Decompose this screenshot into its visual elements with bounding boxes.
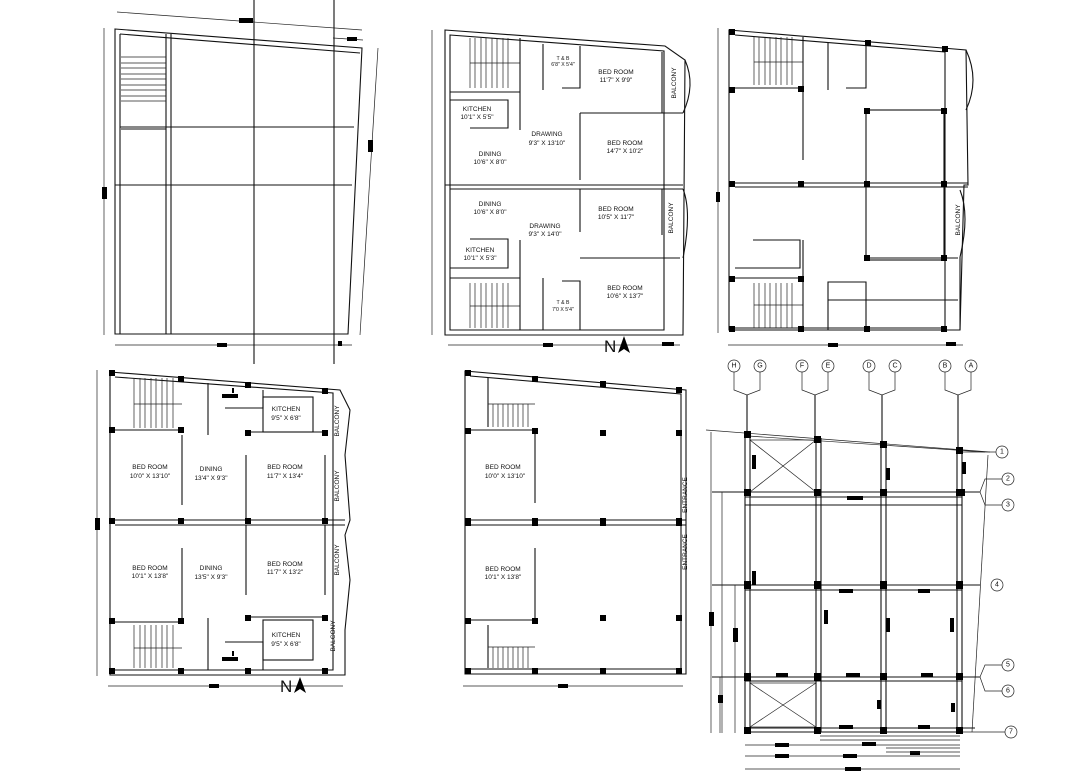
room-size: 10'1" X 13'8" bbox=[485, 574, 522, 581]
columns bbox=[729, 29, 948, 332]
grid-tag-1: 1 bbox=[1000, 449, 1004, 456]
room-size: 10'6" X 8'0" bbox=[473, 159, 507, 166]
structural-grid-plan: H G F E D C B A bbox=[705, 359, 1018, 771]
room-size: 6'8" X 5'4" bbox=[551, 62, 575, 68]
room-size: 10'1" X 5'5" bbox=[460, 114, 494, 121]
grid-tag-d: D bbox=[866, 363, 871, 370]
room-size: 11'7" X 13'2" bbox=[267, 569, 304, 576]
room-name: BED ROOM bbox=[607, 285, 642, 292]
balcony-label: BALCONY bbox=[334, 544, 341, 576]
room-name: BED ROOM bbox=[132, 565, 167, 572]
room-name: DINING bbox=[479, 151, 502, 158]
balcony-label: BALCONY bbox=[955, 204, 962, 236]
room-size: 10'1" X 13'8" bbox=[132, 573, 169, 580]
room-name: T & B bbox=[557, 300, 570, 306]
room-name: KITCHEN bbox=[272, 632, 301, 639]
stair-treads bbox=[121, 56, 166, 130]
room-name: BED ROOM bbox=[485, 464, 520, 471]
room-name: DINING bbox=[479, 201, 502, 208]
room-name: DRAWING bbox=[529, 223, 560, 230]
room-name: BED ROOM bbox=[607, 140, 642, 147]
room-size: 7'0 X 5'4" bbox=[552, 307, 574, 313]
entrance-label: ENTRANCE bbox=[682, 476, 689, 512]
row-grid-tags: 1 2 3 4 5 6 7 bbox=[962, 445, 1018, 739]
stairs-bottom bbox=[450, 240, 521, 330]
entrance-floor-plan: BED ROOM 10'0" X 13'10" BED ROOM 10'1" X… bbox=[463, 370, 689, 688]
balcony-label: BALCONY bbox=[668, 202, 675, 234]
stairs-top bbox=[115, 378, 182, 431]
north-label: N bbox=[280, 677, 292, 696]
balcony-label: BALCONY bbox=[334, 405, 341, 437]
grid-tag-7: 7 bbox=[1009, 729, 1013, 736]
ground-floor-plan: KITCHEN 9'5" X 6'8" BED ROOM 10'0" X 13'… bbox=[95, 370, 351, 696]
balcony-label: BALCONY bbox=[334, 470, 341, 502]
room-size: 9'5" X 6'8" bbox=[271, 641, 301, 648]
grid-tag-4: 4 bbox=[995, 582, 999, 589]
room-size: 10'6" X 8'0" bbox=[473, 209, 507, 216]
stairs-top bbox=[470, 378, 535, 431]
beam-marks bbox=[752, 455, 966, 729]
stairs-top bbox=[450, 38, 521, 130]
north-arrow-icon bbox=[618, 336, 630, 353]
room-name: BED ROOM bbox=[132, 464, 167, 471]
first-floor-plan: T & B 6'8" X 5'4" BED ROOM 11'7" X 9'9" … bbox=[431, 29, 691, 356]
grid-tag-e: E bbox=[826, 363, 831, 370]
room-size: 10'6" X 13'7" bbox=[607, 293, 644, 300]
grid-tag-a: A bbox=[969, 363, 974, 370]
grid-tag-f: F bbox=[800, 363, 804, 370]
room-name: T & B bbox=[557, 56, 570, 62]
balcony-label: BALCONY bbox=[671, 67, 678, 99]
north-arrow-icon bbox=[294, 677, 306, 693]
room-size: 11'7" X 13'4" bbox=[267, 473, 304, 480]
room-size: 9'5" X 6'8" bbox=[271, 415, 301, 422]
stairs-bottom bbox=[115, 621, 182, 668]
grid-tag-6: 6 bbox=[1006, 688, 1010, 695]
grid-tag-h: H bbox=[731, 363, 736, 370]
room-size: 9'3" X 13'10" bbox=[529, 140, 566, 147]
entrance-label: ENTRANCE bbox=[682, 533, 689, 569]
room-name: KITCHEN bbox=[466, 247, 495, 254]
room-size: 10'1" X 5'3" bbox=[463, 255, 497, 262]
columns bbox=[465, 370, 682, 674]
grid-tag-5: 5 bbox=[1006, 662, 1010, 669]
grid-tag-g: G bbox=[757, 363, 762, 370]
grid-tag-b: B bbox=[943, 363, 948, 370]
stairs bbox=[735, 37, 804, 330]
room-size: 10'0" X 13'10" bbox=[485, 473, 526, 480]
north-arrow: N bbox=[604, 336, 630, 356]
room-name: BED ROOM bbox=[485, 566, 520, 573]
room-name: BED ROOM bbox=[267, 561, 302, 568]
room-name: BED ROOM bbox=[598, 206, 633, 213]
north-arrow: N bbox=[280, 677, 306, 696]
room-name: DINING bbox=[200, 466, 223, 473]
room-size: 10'0" X 13'10" bbox=[130, 473, 171, 480]
column-layout-plan: BALCONY bbox=[716, 28, 974, 347]
grid-tag-2: 2 bbox=[1006, 476, 1010, 483]
room-name: KITCHEN bbox=[463, 106, 492, 113]
room-size: 13'5" X 9'3" bbox=[194, 574, 228, 581]
room-name: BED ROOM bbox=[267, 464, 302, 471]
room-name: KITCHEN bbox=[272, 406, 301, 413]
room-size: 9'3" X 14'0" bbox=[528, 231, 562, 238]
room-size: 14'7" X 10'2" bbox=[607, 148, 644, 155]
room-name: DINING bbox=[200, 565, 223, 572]
room-size: 13'4" X 9'3" bbox=[194, 475, 228, 482]
balcony-label: BALCONY bbox=[330, 620, 337, 652]
column-grid-tags: H G F E D C B A bbox=[727, 359, 978, 448]
room-name: BED ROOM bbox=[598, 69, 633, 76]
grid-tag-3: 3 bbox=[1006, 502, 1010, 509]
site-outline-plan bbox=[102, 0, 379, 364]
room-name: DRAWING bbox=[531, 131, 562, 138]
stairs-bottom bbox=[470, 619, 535, 668]
columns bbox=[744, 431, 965, 734]
grid-tag-c: C bbox=[892, 363, 897, 370]
room-size: 11'7" X 9'9" bbox=[600, 77, 633, 84]
dimension-lines bbox=[709, 432, 960, 771]
north-label: N bbox=[604, 337, 616, 356]
room-size: 10'5" X 11'7" bbox=[598, 214, 635, 221]
columns bbox=[109, 370, 328, 674]
